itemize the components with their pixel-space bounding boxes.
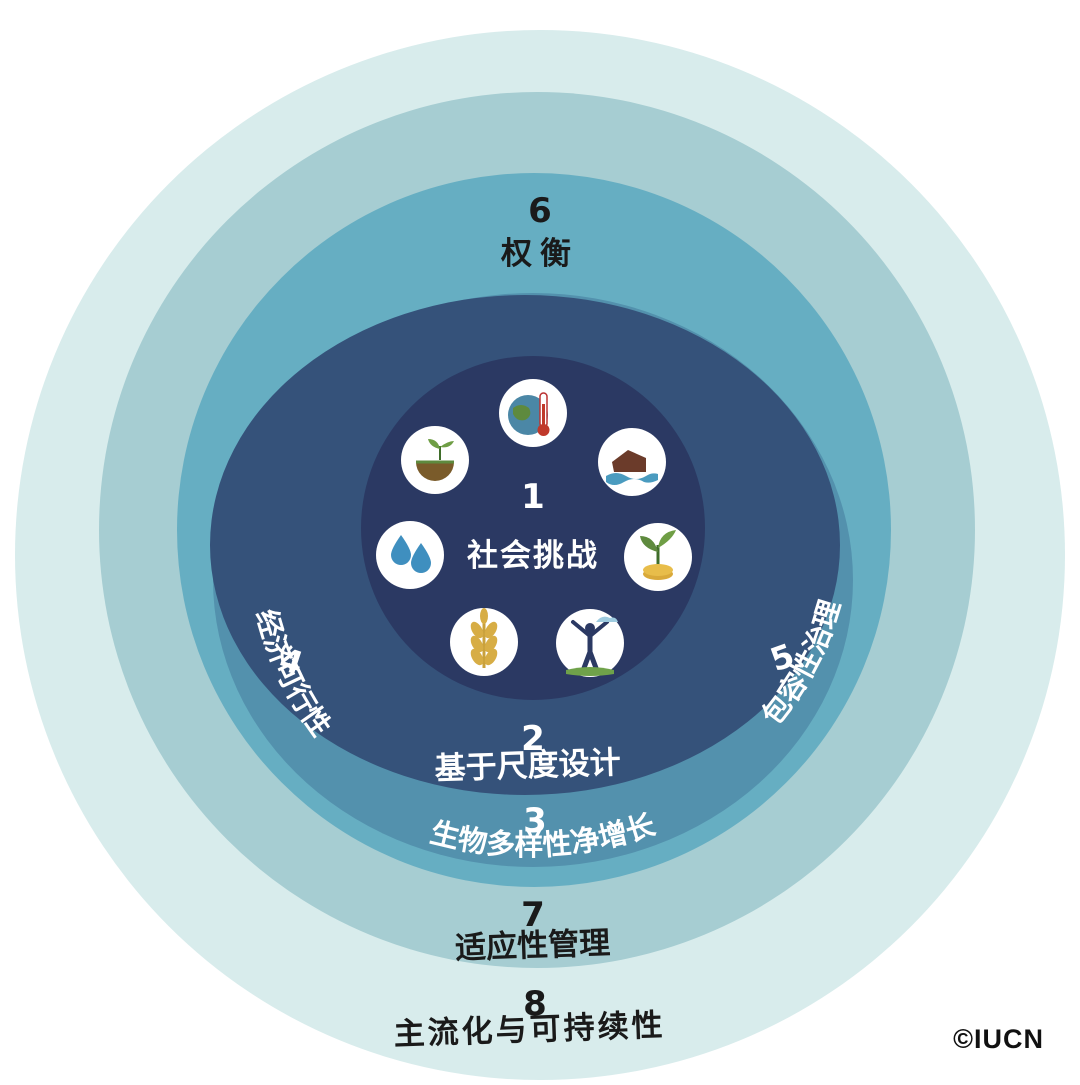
human-health-icon — [556, 609, 624, 677]
climate-thermometer-icon — [499, 379, 567, 447]
ring-7-label: 适应性管理 — [455, 925, 611, 966]
ring-7-number: 7 — [521, 895, 545, 935]
ring-6-number: 6 — [528, 191, 552, 231]
water-drops-icon — [376, 521, 444, 589]
core-number: 1 — [521, 477, 545, 517]
core-label: 社会挑战 — [467, 538, 599, 574]
copyright-iucn: ©IUCN — [953, 1024, 1044, 1054]
ring-2-label: 基于尺度设计 — [434, 745, 621, 787]
ring-2-number: 2 — [521, 719, 545, 759]
economic-plant-coin-icon — [624, 523, 692, 591]
disaster-flood-house-icon — [598, 428, 666, 496]
land-soil-sprout-icon — [401, 426, 469, 494]
ring-3-number: 3 — [523, 801, 547, 841]
food-wheat-icon — [450, 608, 518, 676]
ring-6-label: 权衡 — [500, 236, 579, 272]
ring-8-number: 8 — [523, 984, 547, 1024]
